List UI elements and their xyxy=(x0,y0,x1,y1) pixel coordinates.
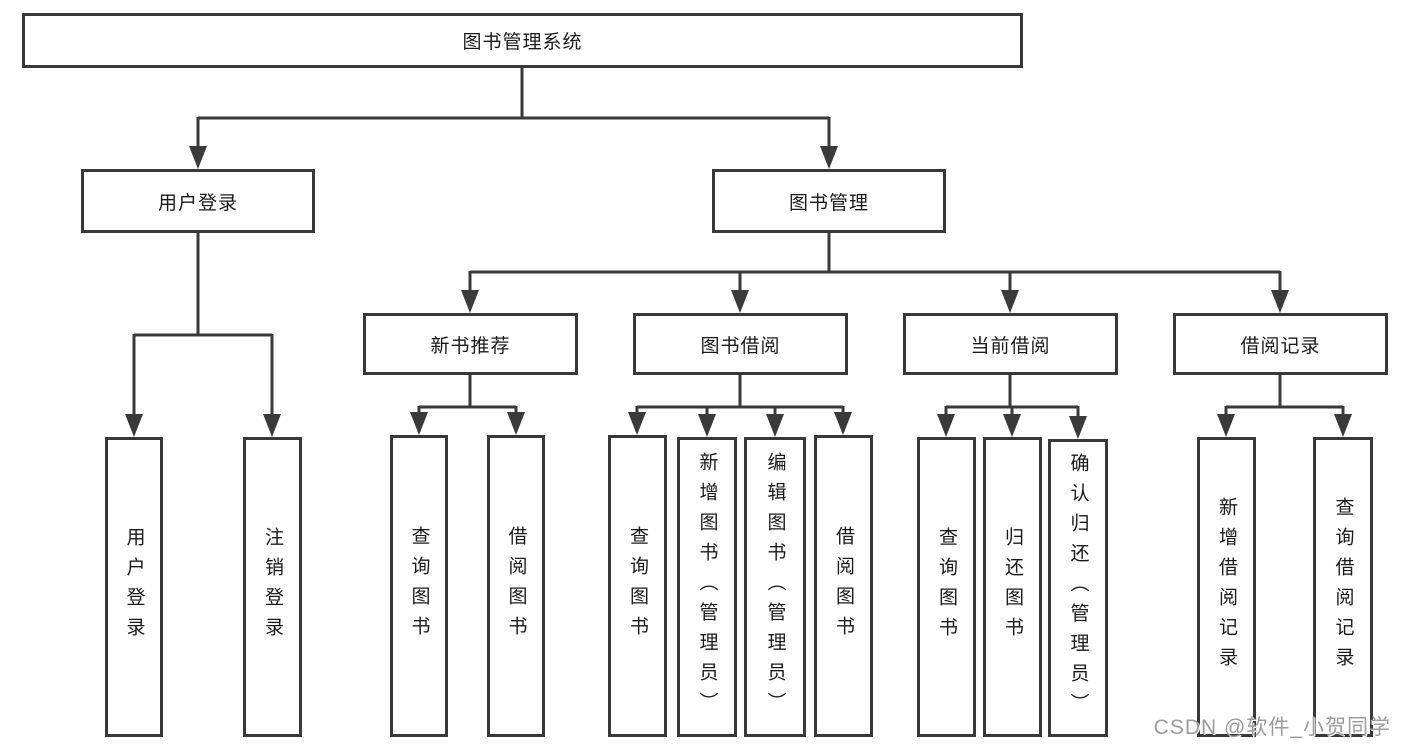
node-root: 图书管理系统 xyxy=(22,13,1023,68)
leaf-logout: 注销登录 xyxy=(243,437,302,737)
leaf-borrow-books-recommend: 借阅图书 xyxy=(487,435,545,737)
leaf-borrow-books: 借阅图书 xyxy=(814,435,873,737)
leaf-user-login: 用户登录 xyxy=(105,437,163,737)
node-new-book-recommend: 新书推荐 xyxy=(363,313,578,375)
leaf-edit-book-admin: 编辑图书（管理员） xyxy=(744,437,806,737)
leaf-query-books-borrow: 查询图书 xyxy=(608,435,667,737)
arrowhead-group xyxy=(125,146,1352,439)
leaf-add-book-admin: 新增图书（管理员） xyxy=(677,437,737,737)
leaf-query-books-current: 查询图书 xyxy=(917,437,976,737)
leaf-query-borrow-record: 查询借阅记录 xyxy=(1313,437,1373,737)
leaf-add-borrow-record: 新增借阅记录 xyxy=(1197,437,1256,737)
node-borrow-records: 借阅记录 xyxy=(1173,313,1388,375)
node-book-borrow: 图书借阅 xyxy=(633,313,848,375)
leaf-confirm-return-admin: 确认归还（管理员） xyxy=(1048,439,1108,737)
node-book-management: 图书管理 xyxy=(712,169,946,233)
node-current-borrow: 当前借阅 xyxy=(903,313,1118,375)
csdn-watermark: CSDN @软件_小贺同学 xyxy=(1153,716,1391,739)
leaf-return-books: 归还图书 xyxy=(983,437,1042,737)
node-user-login: 用户登录 xyxy=(81,169,315,233)
leaf-query-books-recommend: 查询图书 xyxy=(390,435,448,737)
